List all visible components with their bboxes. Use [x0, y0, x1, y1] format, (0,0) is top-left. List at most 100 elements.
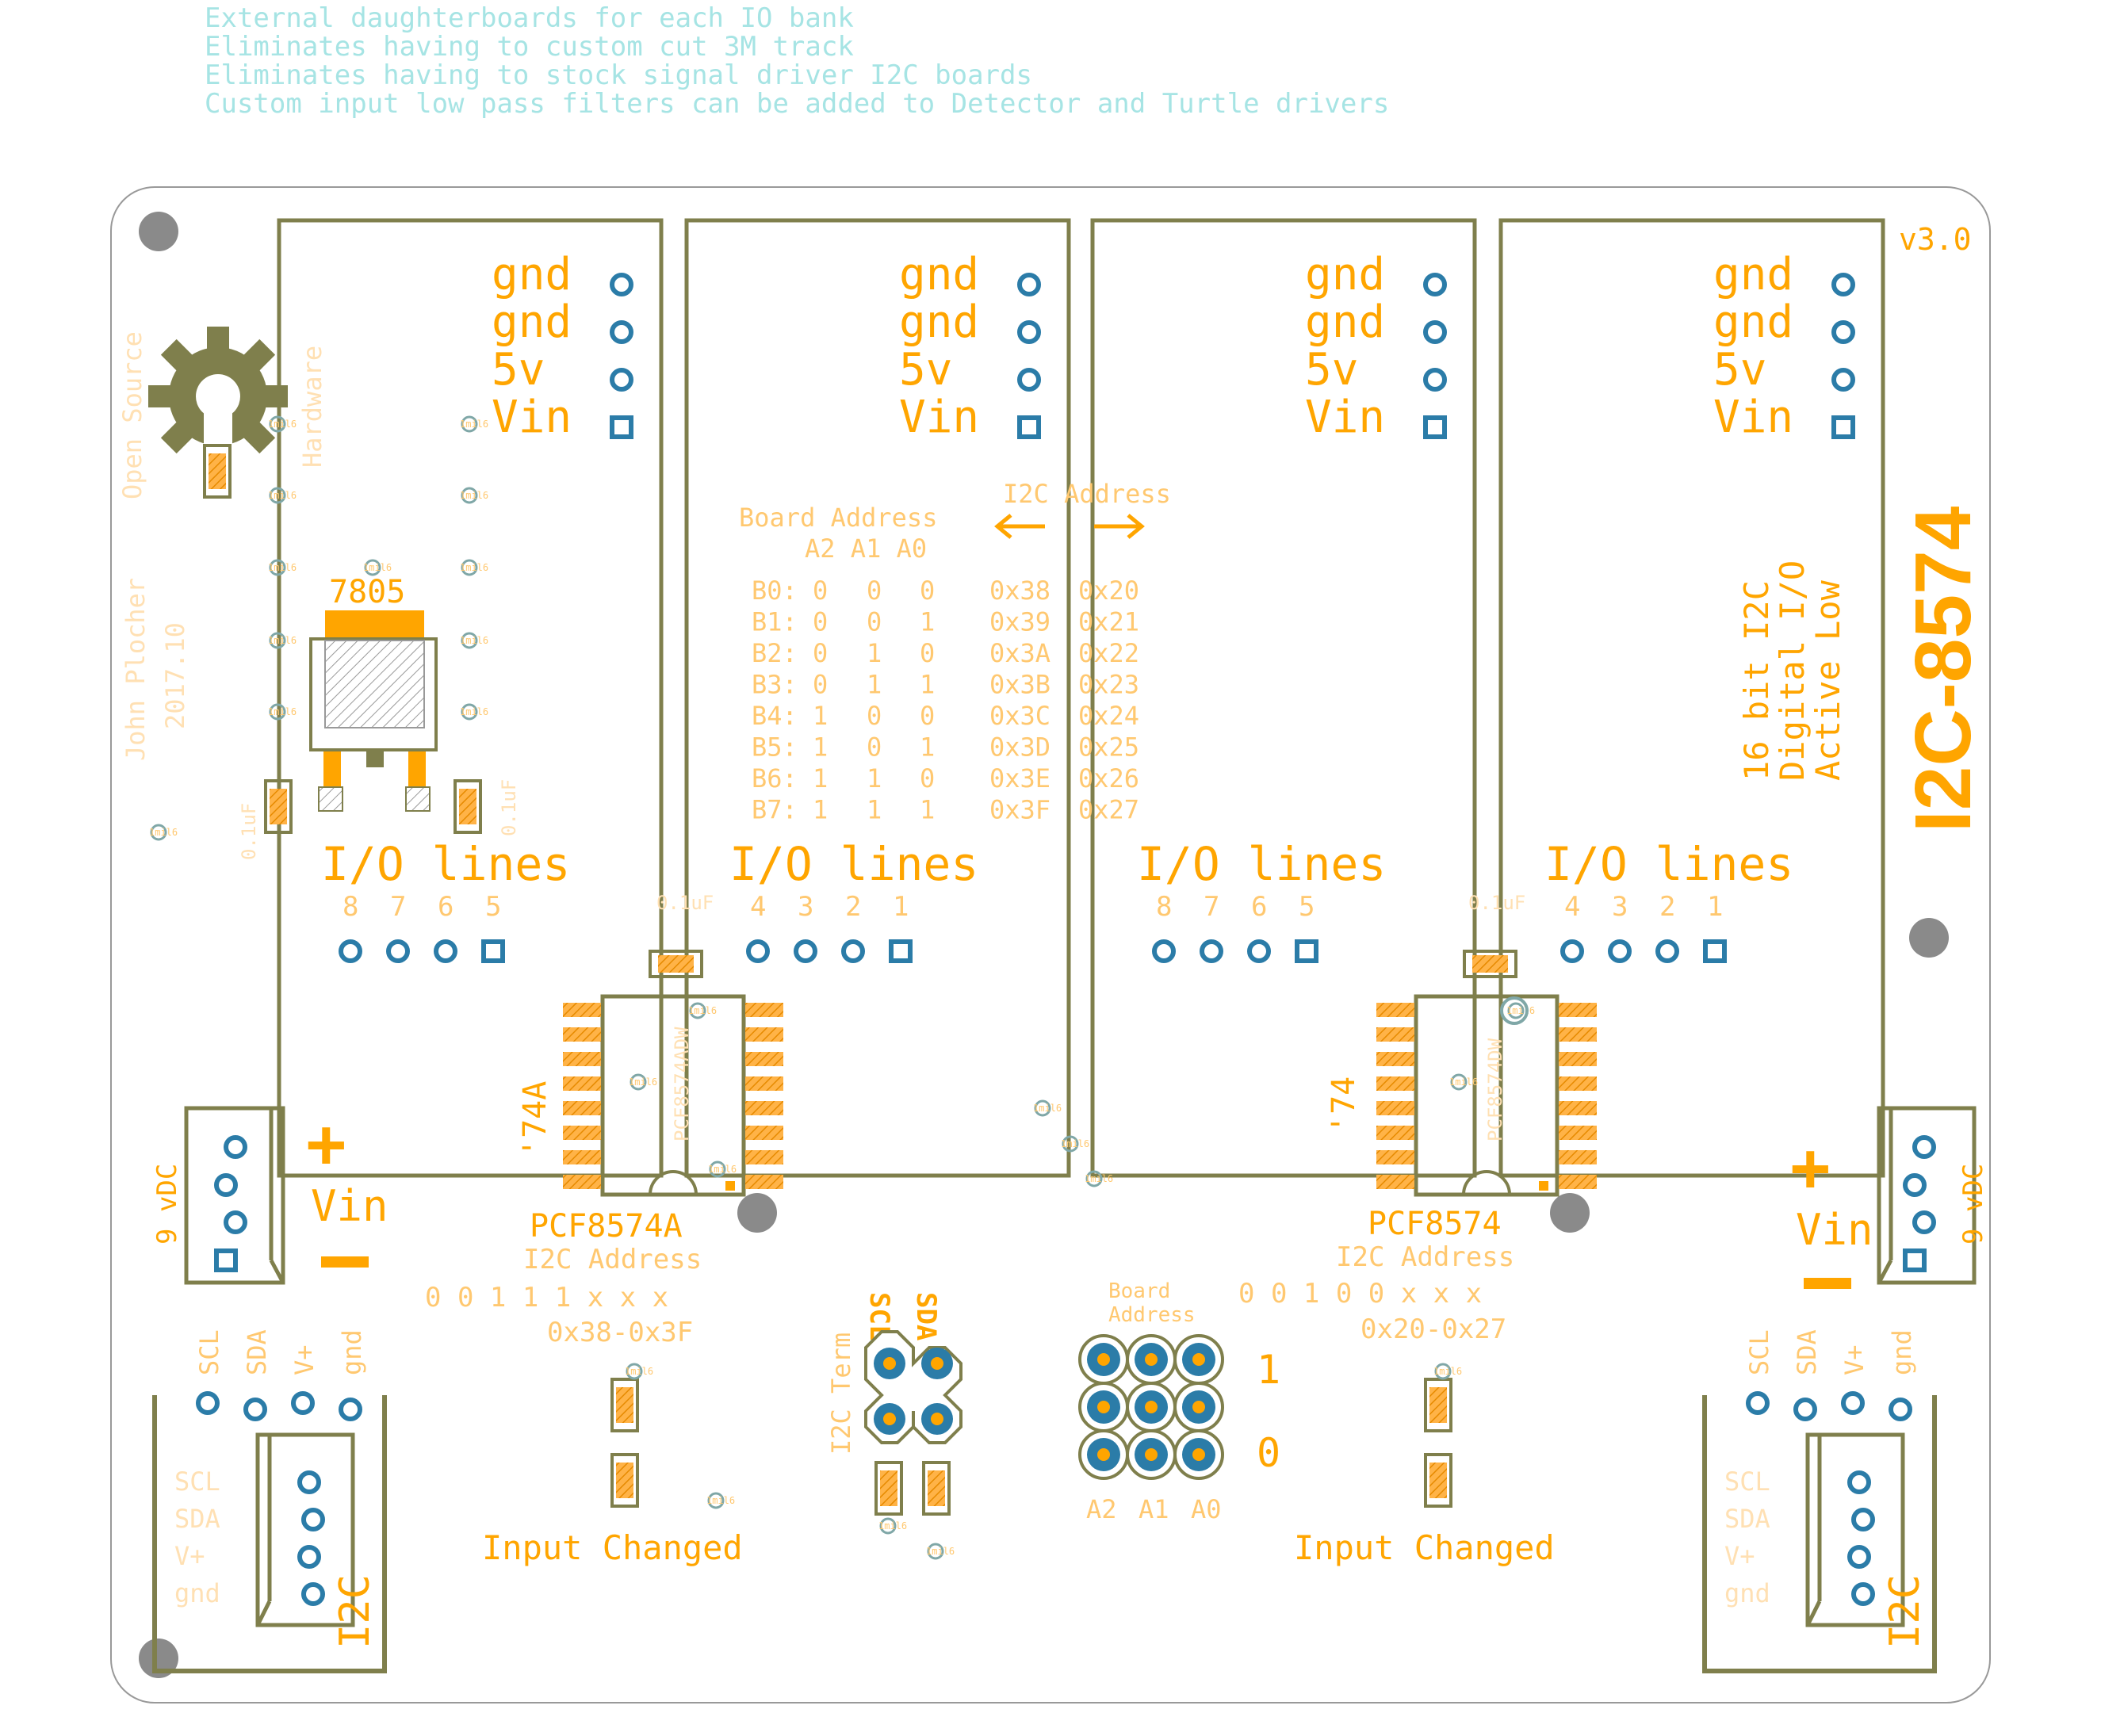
via-icon	[269, 487, 286, 504]
notes-block: External daughterboards for each IO bank…	[205, 2, 1389, 120]
address-cell-a0: 1	[920, 732, 935, 763]
power-pin-pad	[1912, 1210, 1936, 1234]
io-number: 5	[1299, 891, 1315, 923]
chip-left: PCF8574ADW	[563, 994, 783, 1197]
address-cell-a2: 0	[813, 670, 828, 700]
i2c-connector-pad	[1851, 1582, 1875, 1606]
board-title: I2C-8574	[1899, 506, 1988, 832]
address-cell-pcf: 0x22	[1078, 638, 1139, 668]
jumper-col-a0: A0	[1191, 1494, 1222, 1524]
address-cell-a0: 1	[920, 795, 935, 825]
io-pad	[1152, 939, 1176, 963]
address-cell-a1: 1	[867, 795, 882, 825]
io-pad	[841, 939, 865, 963]
address-cell-pcf: 0x20	[1078, 575, 1139, 606]
arrow-right-icon	[1094, 514, 1145, 539]
io-number: 3	[798, 891, 813, 923]
via-label: 1mil6	[460, 419, 488, 430]
power-pin-pad	[214, 1173, 238, 1197]
pin-pad-square	[1831, 415, 1855, 439]
via-icon	[269, 703, 286, 721]
power-pin-label: Vin	[1305, 392, 1385, 443]
address-cell-pcf_a: 0x39	[989, 607, 1050, 637]
mounting-hole-icon	[139, 212, 178, 251]
via-label: 1mil6	[268, 419, 297, 430]
jumper-label-line2: Address	[1108, 1303, 1196, 1327]
via-icon	[269, 415, 286, 433]
chip-left-name: PCF8574A	[530, 1208, 683, 1245]
io-pad	[1200, 939, 1223, 963]
i2c-header-label: SCL	[1744, 1329, 1774, 1375]
io-pad	[1608, 939, 1632, 963]
pin-pad-square	[1423, 415, 1447, 439]
io-number: 8	[1156, 891, 1172, 923]
description-line-3: Active Low	[1808, 579, 1847, 781]
address-cell-a2: 1	[813, 732, 828, 763]
chip-pad	[1559, 1003, 1597, 1017]
i2c-connector-label: I2C	[1881, 1574, 1929, 1649]
power-pin-label: gnd	[492, 296, 572, 348]
chip-silk: PCF8574ADW	[671, 1027, 693, 1141]
note-line-1: External daughterboards for each IO bank	[205, 2, 854, 34]
vin-label-left: Vin	[311, 1181, 388, 1231]
io-number: 5	[485, 891, 501, 923]
power-pin-label: 5v	[492, 344, 545, 396]
chip-silk: PCF8574DW	[1484, 1038, 1506, 1141]
address-cell-b: B1:	[752, 607, 798, 637]
via-icon	[1507, 1002, 1525, 1019]
via-label: 1mil6	[1449, 1076, 1478, 1088]
io-number: 6	[438, 891, 453, 923]
address-cell-pcf_a: 0x3C	[989, 701, 1050, 731]
io-number: 2	[845, 891, 861, 923]
chip-pad	[745, 1150, 783, 1164]
via-icon	[364, 559, 381, 576]
address-cell-a1: 1	[867, 763, 882, 793]
vdc-label-left: 9 vDC	[151, 1164, 183, 1245]
io-number: 8	[343, 891, 358, 923]
via-icon	[707, 1492, 725, 1509]
io-title-4: I/O lines	[1544, 837, 1793, 891]
i2c-address-header: I2C Address	[1003, 479, 1171, 509]
pin-pad	[1017, 273, 1041, 296]
address-cell-a0: 0	[920, 638, 935, 668]
via-label: 1mil6	[460, 706, 488, 717]
via-icon	[1034, 1099, 1051, 1117]
address-cell-a2: 0	[813, 607, 828, 637]
chip-right-short: '74	[1326, 1076, 1362, 1134]
via-icon	[1085, 1170, 1103, 1187]
via-label: 1mil6	[629, 1076, 657, 1088]
power-pin-label: 5v	[1713, 344, 1766, 396]
chip-pad	[1559, 1076, 1597, 1091]
i2c-connector-pin-label: SDA	[174, 1504, 220, 1534]
daughterboard-3	[1090, 218, 1477, 1178]
chip-pad	[1376, 1101, 1414, 1115]
via-icon	[630, 1073, 647, 1091]
chip-pad	[563, 1027, 601, 1042]
chip-left-range: 0x38-0x3F	[547, 1317, 693, 1348]
address-cell-a1: 1	[867, 670, 882, 700]
vin-label-right: Vin	[1796, 1205, 1873, 1255]
pin-pad	[610, 320, 633, 344]
io-title-3: I/O lines	[1137, 837, 1386, 891]
chip-left-short: '74A	[517, 1081, 553, 1157]
address-cell-a1: 0	[867, 575, 882, 606]
io-number: 3	[1612, 891, 1628, 923]
address-cell-b: B0:	[752, 575, 798, 606]
power-connector-left: 9 vDC + Vin	[151, 1106, 388, 1285]
jumper-col-a1: A1	[1139, 1494, 1169, 1524]
description-line-1: 16 bit I2C	[1737, 580, 1776, 781]
chip-pad	[745, 1052, 783, 1066]
chip-pad	[563, 1150, 601, 1164]
author-block: John Plocher 2017.10	[121, 578, 190, 761]
via-label: 1mil6	[878, 1520, 907, 1531]
address-cell-pcf_a: 0x3B	[989, 670, 1050, 700]
leds: Input Changed Input Changed	[482, 1378, 1555, 1567]
chip-pad	[1376, 1175, 1414, 1189]
via-label: 1mil6	[460, 635, 488, 646]
mounting-hole-icon	[1909, 918, 1949, 958]
